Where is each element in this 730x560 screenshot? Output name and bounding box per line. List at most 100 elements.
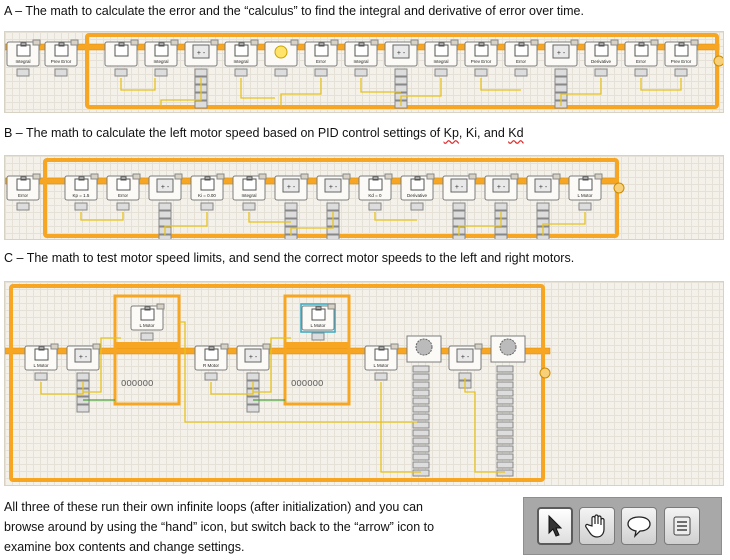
- data-hub-plug: [452, 210, 466, 219]
- suitcase-handle-icon: [414, 176, 421, 181]
- variable-block: L Motor: [568, 173, 603, 211]
- switch-divider: [115, 342, 179, 348]
- data-hub-plug: [434, 68, 448, 77]
- suitcase-handle-icon: [78, 176, 85, 181]
- math-block: + -: [236, 343, 271, 413]
- sequence-connector: [690, 39, 699, 46]
- suitcase-handle-icon: [38, 346, 45, 351]
- sequence-connector: [490, 39, 499, 46]
- list-tool-button[interactable]: [664, 507, 700, 545]
- variable-block: Error: [106, 173, 141, 211]
- suitcase-handle-icon: [238, 42, 245, 47]
- editor-toolbar: [523, 497, 722, 555]
- data-wire: [160, 78, 202, 106]
- sequence-connector: [70, 39, 79, 46]
- footer-line-3: examine box contents and change settings…: [4, 540, 245, 554]
- calculator-icon: [534, 178, 552, 193]
- variable-block: L Motor: [364, 343, 399, 381]
- sequence-connector: [468, 173, 477, 180]
- variable-block: Error: [624, 39, 659, 77]
- switch-plugs: OOOOOO: [121, 379, 153, 389]
- block-label: Integral: [353, 59, 368, 64]
- footer-note: All three of these run their own infinit…: [4, 497, 504, 557]
- data-wire: [80, 212, 124, 221]
- data-hub-plug: [496, 461, 514, 469]
- data-wire: [464, 378, 505, 473]
- math-block: + -: [184, 39, 219, 109]
- suitcase-icon: [434, 44, 449, 57]
- data-hub-plug: [496, 405, 514, 413]
- data-hub-plug: [412, 389, 430, 397]
- calculator-symbols: + -: [79, 354, 88, 361]
- footer-line-2: browse around by using the “hand” icon, …: [4, 520, 435, 534]
- data-hub-plug: [496, 421, 514, 429]
- arrow-tool-button[interactable]: [537, 507, 573, 545]
- data-hub-plug: [452, 218, 466, 227]
- block-label: Prev Error: [51, 59, 72, 64]
- block-label: Ki = 0.00: [198, 193, 216, 198]
- data-wire: [83, 337, 121, 393]
- block-label: Error: [636, 59, 647, 64]
- suitcase-handle-icon: [58, 42, 65, 47]
- calculator-symbols: + -: [197, 50, 206, 57]
- data-wire: [374, 212, 417, 221]
- data-hub-plug: [394, 68, 408, 77]
- motor-block-c: [406, 335, 442, 477]
- block-label: L Motor: [577, 193, 593, 198]
- switch-frame: [283, 294, 351, 406]
- sequence-connector: [300, 173, 309, 180]
- data-hub-plug: [412, 373, 430, 381]
- suitcase-handle-icon: [438, 42, 445, 47]
- data-wire: [458, 212, 502, 236]
- sequence-connector: [220, 343, 229, 350]
- variable-block: Integral: [344, 39, 379, 77]
- block-label: Error: [516, 59, 527, 64]
- suitcase-icon: [154, 44, 169, 57]
- calculator-symbols: + -: [497, 184, 506, 191]
- data-hub-plug: [314, 68, 328, 77]
- data-hub-plug: [412, 381, 430, 389]
- data-hub-plug: [494, 226, 508, 235]
- suitcase-handle-icon: [582, 176, 589, 181]
- sequence-connector: [50, 343, 59, 350]
- sequence-connector: [510, 173, 519, 180]
- sequence-connector: [156, 303, 165, 310]
- variable-block: L Motor: [301, 303, 336, 341]
- data-wire: [290, 212, 334, 236]
- caption-b-kd: Kd: [508, 126, 524, 140]
- loop-frame: [9, 284, 545, 482]
- data-hub-plug: [154, 68, 168, 77]
- suitcase-handle-icon: [20, 42, 27, 47]
- sequence-connector: [390, 343, 399, 350]
- calculator-icon: [156, 178, 174, 193]
- calculator-icon: [392, 44, 410, 59]
- calculator-symbols: + -: [557, 50, 566, 57]
- data-hub-plug: [496, 381, 514, 389]
- sequence-connector: [530, 39, 539, 46]
- data-hub-plug: [412, 437, 430, 445]
- data-hub-plug: [412, 405, 430, 413]
- variable-block: Prev Error: [664, 39, 699, 77]
- data-hub-plug: [242, 202, 256, 211]
- block-label: Integral: [15, 59, 30, 64]
- suitcase-icon: [368, 178, 383, 191]
- hand-tool-button[interactable]: [579, 507, 615, 545]
- data-hub-plug: [54, 68, 68, 77]
- sequence-connector: [474, 343, 483, 350]
- suitcase-handle-icon: [318, 42, 325, 47]
- comment-tool-button[interactable]: [621, 507, 657, 545]
- data-hub-plug: [412, 445, 430, 453]
- suitcase-icon: [578, 178, 593, 191]
- sequence-connector: [410, 39, 419, 46]
- data-hub-plug: [284, 202, 298, 211]
- block-label: L Motor: [310, 323, 326, 328]
- data-wire: [380, 382, 421, 473]
- data-wire: [248, 212, 291, 223]
- variable-block: R Motor: [194, 343, 229, 381]
